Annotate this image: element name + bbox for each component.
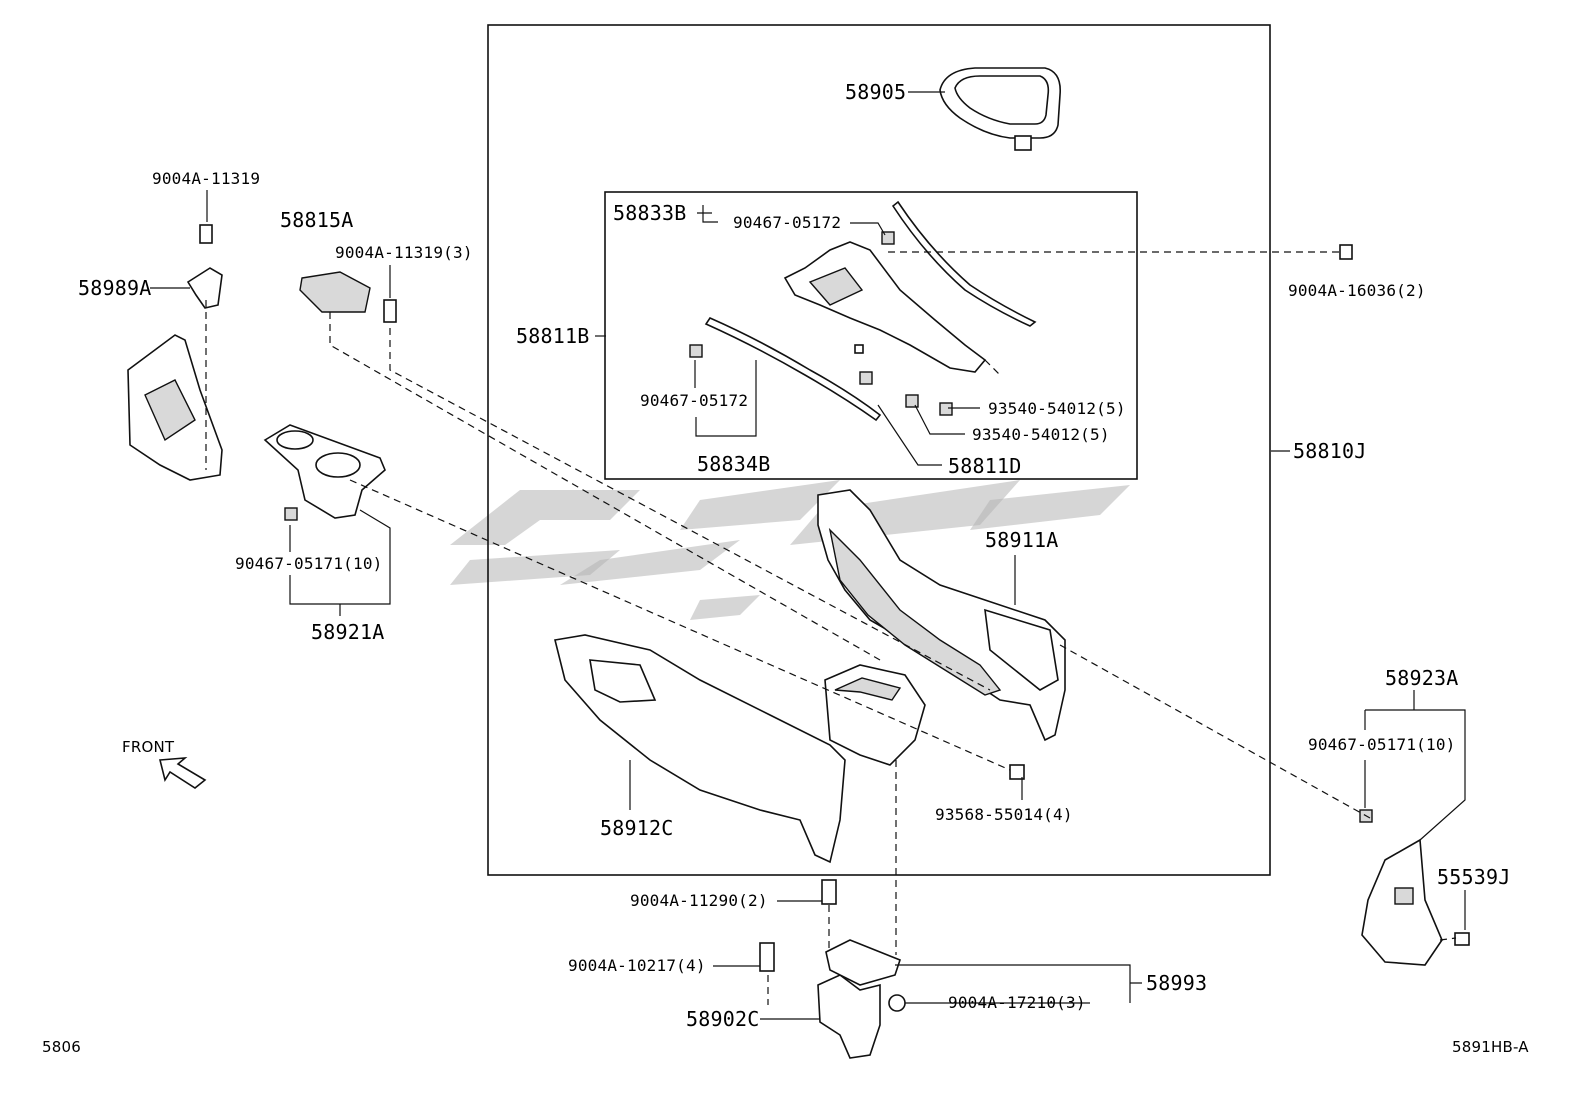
label-58902C: 58902C — [686, 1007, 760, 1031]
label-58905: 58905 — [845, 80, 907, 104]
console-body-part — [817, 489, 1066, 742]
assembly-frame — [487, 24, 1271, 876]
cup-holder-part — [263, 424, 386, 521]
screw-parts — [383, 244, 1353, 1012]
console-upper-panel-part — [783, 241, 987, 373]
lower-trim-strip-part — [689, 316, 882, 422]
console-bin-part — [824, 664, 926, 766]
label-90467-05171-right: 90467-05171(10) — [1308, 735, 1456, 754]
label-9004A-10217: 9004A-10217(4) — [568, 956, 706, 975]
label-58810J: 58810J — [1293, 439, 1367, 463]
label-58811D: 58811D — [948, 454, 1022, 478]
label-93540-54012-b: 93540-54012(5) — [972, 425, 1110, 444]
front-label: FRONT — [122, 738, 175, 756]
label-58989A: 58989A — [78, 276, 152, 300]
label-9004A-11290: 9004A-11290(2) — [630, 891, 768, 910]
label-58912C: 58912C — [600, 816, 674, 840]
page-code: 5806 — [42, 1038, 81, 1056]
label-93540-54012-a: 93540-54012(5) — [988, 399, 1126, 418]
diagram-id: 5891HB-A — [1452, 1038, 1529, 1056]
label-58993: 58993 — [1146, 971, 1208, 995]
label-58923A: 58923A — [1385, 666, 1459, 690]
label-58911A: 58911A — [985, 528, 1059, 552]
label-9004A-17210: 9004A-17210(3) — [948, 993, 1086, 1012]
label-90467-05172-top: 90467-05172 — [733, 213, 842, 232]
label-58921A: 58921A — [311, 620, 385, 644]
label-9004A-16036: 9004A-16036(2) — [1288, 281, 1426, 300]
alignment-lines — [205, 251, 1457, 1005]
label-58811B: 58811B — [516, 324, 590, 348]
front-arrow-icon — [158, 757, 207, 789]
leader-lines — [150, 91, 1466, 1020]
label-93568-55014: 93568-55014(4) — [935, 805, 1073, 824]
label-9004A-11319-3: 9004A-11319(3) — [335, 243, 473, 262]
armrest-lid-part — [939, 67, 1062, 151]
shift-bracket-part — [127, 224, 223, 481]
label-58815A: 58815A — [280, 208, 354, 232]
console-mat-part — [299, 271, 371, 313]
console-bracket-part — [817, 974, 881, 1059]
label-58834B: 58834B — [697, 452, 771, 476]
label-58833B: 58833B — [613, 201, 687, 225]
label-90467-05172-mid: 90467-05172 — [640, 391, 749, 410]
label-55539J: 55539J — [1437, 865, 1511, 889]
console-side-panel-part — [554, 634, 846, 864]
clip-parts — [859, 371, 953, 416]
upper-trim-strip-part — [881, 200, 1037, 327]
label-90467-05171-left: 90467-05171(10) — [235, 554, 383, 573]
bracket-plate-part — [825, 939, 901, 986]
label-9004A-11319: 9004A-11319 — [152, 169, 261, 188]
rear-trim-part — [1359, 809, 1470, 966]
